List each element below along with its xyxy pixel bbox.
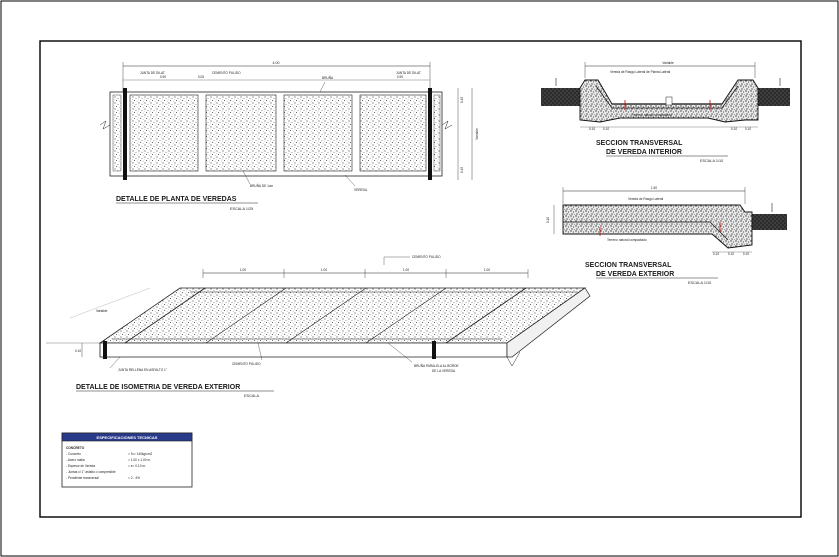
spec-row-label: - Acero malla (66, 458, 85, 462)
plan-dim-gap: 0.05 (198, 75, 204, 79)
sec-int-note: Vereda de Rasgo Lateral de Planta Latera… (610, 70, 671, 74)
plan-panel-1 (129, 94, 199, 172)
specs-section: CONCRETO (66, 446, 85, 450)
sec-int-dim-1: 0.10 (589, 127, 595, 131)
iso-left-dim: 0.10 (75, 349, 81, 353)
iso-dim-4: 1.00 (484, 268, 490, 272)
plan-panel-3 (283, 94, 353, 172)
sec-int-title-1: SECCION TRANSVERSAL (596, 140, 683, 147)
plan-dim-total: 4.00 (273, 61, 280, 65)
sec-ext-scale: ESCALA 1/10 (688, 281, 711, 285)
specs-header: ESPECIFICACIONES TECNICAS (97, 435, 158, 440)
iso-label-bruna-1: BRUÑA PARALELA AL BORDE (414, 363, 459, 368)
plan-label-f: VEREDA (354, 188, 368, 192)
plan-label-c: BRUÑA (322, 75, 334, 80)
iso-side-label: Variable (96, 309, 108, 313)
iso-dim-1: 1.00 (240, 268, 246, 272)
iso-title: DETALLE DE ISOMETRIA DE VEREDA EXTERIOR (76, 384, 240, 391)
plan-label-a: JUNTA DE DILAT. (140, 71, 165, 75)
iso-dim-2: 1.00 (321, 268, 327, 272)
sec-ext-under-note: Terreno natural compactado (607, 238, 647, 242)
plan-dim-side-bottom: 0.45 (460, 167, 464, 173)
plan-dim-right: 0.90 (397, 75, 403, 79)
sheet-inner-frame (39, 40, 802, 518)
sec-int-under-note: Terreno natural compactado (632, 113, 672, 117)
specifications-box: ESPECIFICACIONES TECNICAS CONCRETO - Con… (61, 432, 193, 488)
sec-ext-left-dim: 0.10 (546, 217, 550, 223)
iso-label-cemento-top: CEMENTO PULIDO (412, 255, 441, 259)
plan-dim-left: 0.90 (160, 75, 166, 79)
sec-int-title-2: DE VEREDA INTERIOR (606, 149, 682, 156)
spec-row-value: = 1.00 x 1.00 m. (128, 458, 151, 462)
spec-row-value: = f'c= 140kg/cm2 (128, 452, 152, 456)
section-exterior: 1.50 Vereda de Rasgo Lateral 0.10 Terren… (546, 186, 787, 285)
plan-label-d: JUNTA DE DILAT. (396, 71, 421, 75)
iso-label-cemento-bottom: CEMENTO PULIDO (232, 362, 261, 366)
plan-side-label: Variable (475, 128, 479, 140)
plan-label-e: BRUÑA DE 1cm (250, 183, 274, 188)
iso-dim-3: 1.00 (403, 268, 409, 272)
spec-row-label: - Espesor de Vereda (66, 464, 95, 468)
sec-int-scale: ESCALA 1/10 (700, 159, 723, 163)
plan-label-b: CEMENTO PULIDO (212, 71, 241, 75)
sec-ext-top-dim: 1.50 (651, 186, 657, 190)
sec-ext-dim-3: 0.10 (743, 252, 749, 256)
spec-row-value: = 2 - 4% (128, 476, 140, 480)
sec-int-dim-4: 0.10 (745, 127, 751, 131)
plan-dim-side-top: 0.45 (460, 97, 464, 103)
section-interior: Variable Vereda de Rasgo Lateral de Plan… (541, 61, 790, 163)
iso-label-junta: JUNTA RELLENA EN ASFALTO 1" (118, 368, 167, 372)
sec-ext-dim-1: 0.10 (713, 252, 719, 256)
sec-int-top-dim: Variable (662, 61, 674, 65)
spec-row-label: - Concreto (66, 452, 81, 456)
sec-int-dim-3: 0.10 (731, 127, 737, 131)
spec-row-value: = e= 0.10 m. (128, 464, 146, 468)
iso-scale: ESCALA (244, 394, 259, 398)
plan-panel-4 (359, 94, 427, 172)
spec-row-label: - Pendiente transversal (66, 476, 99, 480)
sec-ext-title-2: DE VEREDA EXTERIOR (596, 271, 674, 278)
plan-scale: ESCALA 1/25 (230, 207, 253, 211)
spec-row-label: - Juntas c/ 1" asfalto o compresible (66, 470, 116, 474)
plan-title: DETALLE DE PLANTA DE VEREDAS (116, 196, 237, 203)
isometric-detail: 1.00 1.00 1.00 1.00 CEMENTO PULIDO Varia… (46, 255, 591, 398)
plan-panel-2 (205, 94, 277, 172)
sec-int-dim-2: 0.10 (603, 127, 609, 131)
iso-label-bruna-2: DE LA VEREDA (432, 369, 456, 373)
sec-ext-note: Vereda de Rasgo Lateral (628, 197, 664, 201)
sec-ext-dim-2: 0.10 (728, 252, 734, 256)
plan-detail: 4.00 0.90 0.05 0.90 JUNTA DE DILAT. CEME… (99, 61, 479, 211)
sec-ext-title-1: SECCION TRANSVERSAL (585, 262, 672, 269)
